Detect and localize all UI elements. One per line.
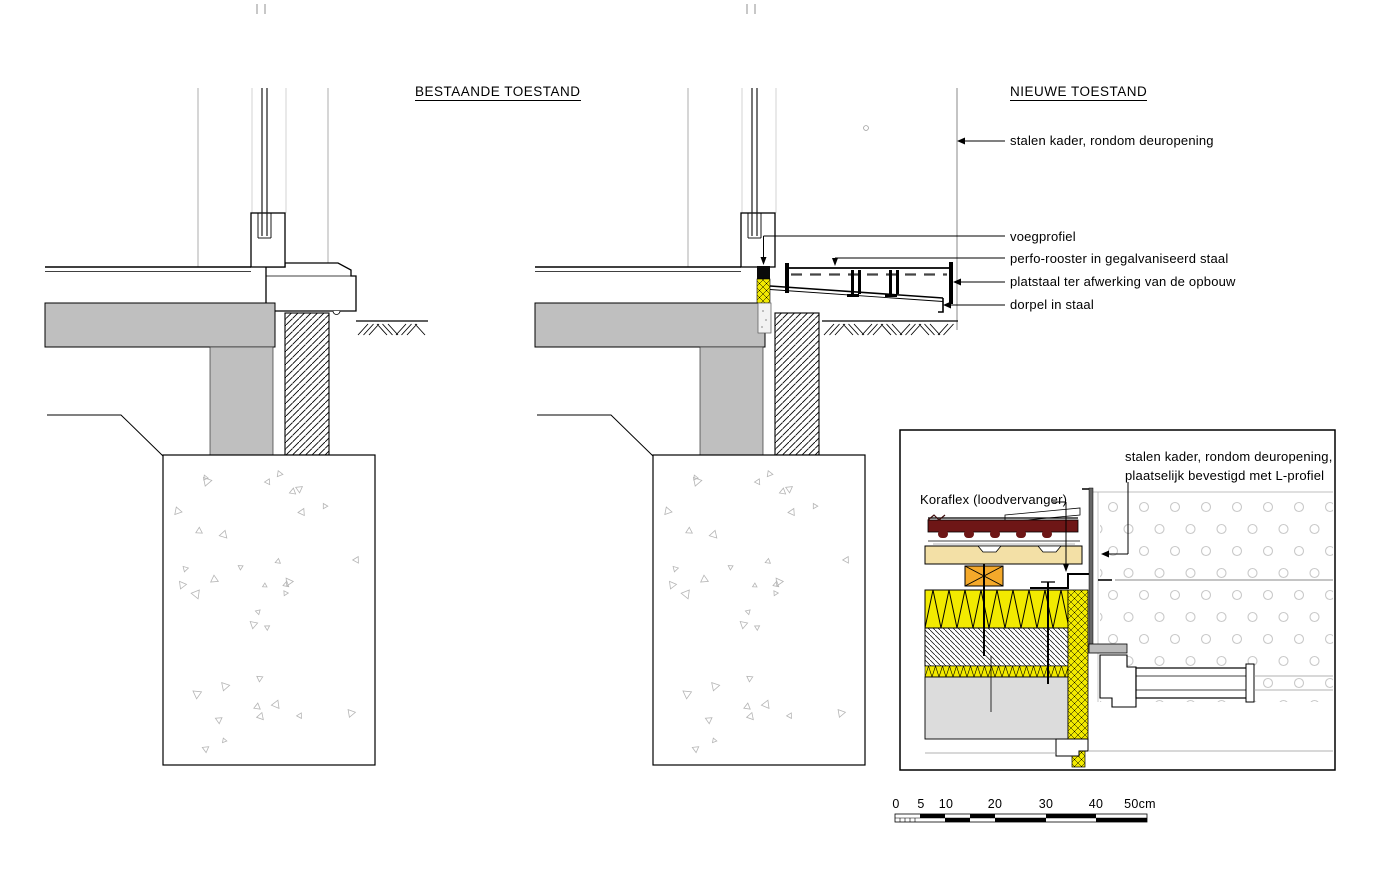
inset-label-steel-frame-line1: stalen kader, rondom deuropening, (1125, 449, 1333, 464)
right-drawing-section (534, 3, 1005, 766)
scale-label-40: 40 (1088, 797, 1104, 811)
left-drawing-section (44, 3, 428, 766)
scale-label-30: 30 (1038, 797, 1054, 811)
annotation-perfo-grating: perfo-rooster in gegalvaniseerd staal (1010, 251, 1229, 266)
annotation-joint-profile: voegprofiel (1010, 229, 1076, 244)
scale-label-5: 5 (917, 797, 925, 811)
left-drawing-title: BESTAANDE TOESTAND (415, 84, 581, 101)
detail-inset-drawing (899, 429, 1336, 771)
annotation-steel-frame: stalen kader, rondom deuropening (1010, 133, 1214, 148)
inset-label-steel-frame-line2: plaatselijk bevestigd met L-profiel (1125, 468, 1325, 483)
scale-bar (894, 813, 1148, 823)
scale-label-20: 20 (987, 797, 1003, 811)
inset-label-koraflex: Koraflex (loodvervanger) (920, 492, 1068, 507)
scale-label-50cm: 50cm (1124, 797, 1156, 811)
scale-label-0: 0 (892, 797, 900, 811)
annotation-steel-sill: dorpel in staal (1010, 297, 1094, 312)
scale-label-10: 10 (938, 797, 954, 811)
annotation-flat-steel: platstaal ter afwerking van de opbouw (1010, 274, 1236, 289)
right-drawing-title: NIEUWE TOESTAND (1010, 84, 1148, 101)
